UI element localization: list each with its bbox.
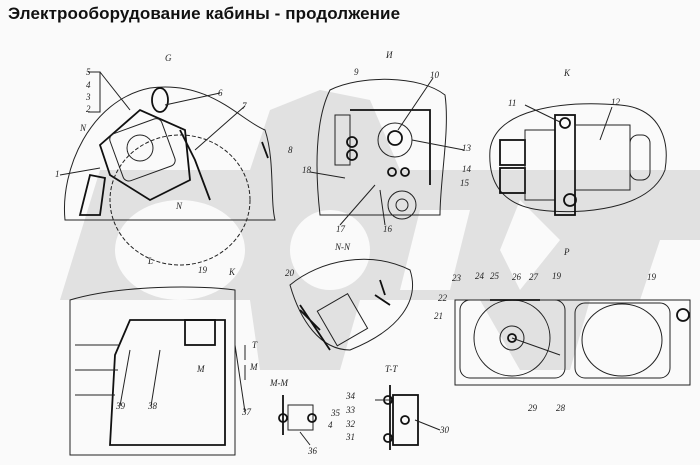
door-view-drawing <box>69 286 246 456</box>
callout-labels: G 5 4 3 2 N 6 7 1 8 N L И 9 10 11 12 К 1… <box>55 50 657 456</box>
callout-label: 16 <box>383 224 393 234</box>
callout-label: 23 <box>452 273 462 283</box>
view-mark: К <box>228 267 236 277</box>
callout-label: 1 <box>55 169 60 179</box>
view-p-drawing <box>454 299 691 386</box>
callout-label: 28 <box>556 403 566 413</box>
view-k-drawing <box>489 103 667 216</box>
callout-label: 4 <box>86 80 91 90</box>
callout-label: 25 <box>490 271 500 281</box>
callout-label: 8 <box>288 145 293 155</box>
callout-label: 38 <box>147 401 158 411</box>
label-section-n-n: N-N <box>334 242 351 252</box>
callout-label: 33 <box>345 405 356 415</box>
callout-label: 37 <box>241 407 252 417</box>
callout-label: 7 <box>242 101 247 111</box>
callout-label: 10 <box>430 70 440 80</box>
callout-label: 9 <box>354 67 359 77</box>
view-g-drawing <box>59 71 276 266</box>
callout-label: 21 <box>434 311 443 321</box>
section-n-n-drawing <box>289 258 413 351</box>
callout-label: 19 <box>552 271 562 281</box>
callout-label: 18 <box>302 165 312 175</box>
label-section-t-t: T-T <box>385 364 398 374</box>
callout-label: 36 <box>307 446 318 456</box>
callout-label: 32 <box>345 419 356 429</box>
callout-label: 3 <box>85 92 91 102</box>
view-i-drawing <box>309 77 465 226</box>
callout-label: 31 <box>345 432 355 442</box>
callout-label: 35 <box>330 408 341 418</box>
label-section-m-m: M-M <box>269 378 288 388</box>
callout-label: 14 <box>462 164 472 174</box>
page-title: Электрооборудование кабины - продолжение <box>8 4 401 23</box>
callout-label: 11 <box>508 98 516 108</box>
section-mark: T <box>252 340 258 350</box>
callout-label: 30 <box>439 425 450 435</box>
section-mark: N <box>175 201 183 211</box>
callout-label: 20 <box>285 268 295 278</box>
section-mark: N <box>79 123 87 133</box>
callout-label: 19 <box>647 272 657 282</box>
callout-label: 17 <box>336 224 346 234</box>
callout-label: 4 <box>328 420 333 430</box>
callout-label: 12 <box>611 97 621 107</box>
callout-label: 5 <box>86 67 91 77</box>
section-mark: M <box>196 364 205 374</box>
callout-label: 39 <box>115 401 126 411</box>
callout-label: 26 <box>512 272 522 282</box>
callout-label: 19 <box>198 265 208 275</box>
callout-label: 15 <box>460 178 470 188</box>
callout-label: 13 <box>462 143 472 153</box>
callout-label: 6 <box>218 88 223 98</box>
callout-label: 22 <box>438 293 448 303</box>
label-view-p: P <box>563 247 570 257</box>
label-view-k: К <box>563 68 571 78</box>
view-mark: L <box>147 256 153 266</box>
section-m-m-drawing <box>278 395 317 446</box>
callout-label: 2 <box>86 104 91 114</box>
callout-label: 29 <box>528 403 538 413</box>
callout-label: 34 <box>345 391 356 401</box>
section-mark: M <box>249 362 258 372</box>
section-t-t-drawing <box>375 385 441 450</box>
callout-label: 24 <box>475 271 485 281</box>
label-view-i: И <box>385 50 393 60</box>
label-view-g: G <box>165 53 172 63</box>
callout-label: 27 <box>529 272 539 282</box>
